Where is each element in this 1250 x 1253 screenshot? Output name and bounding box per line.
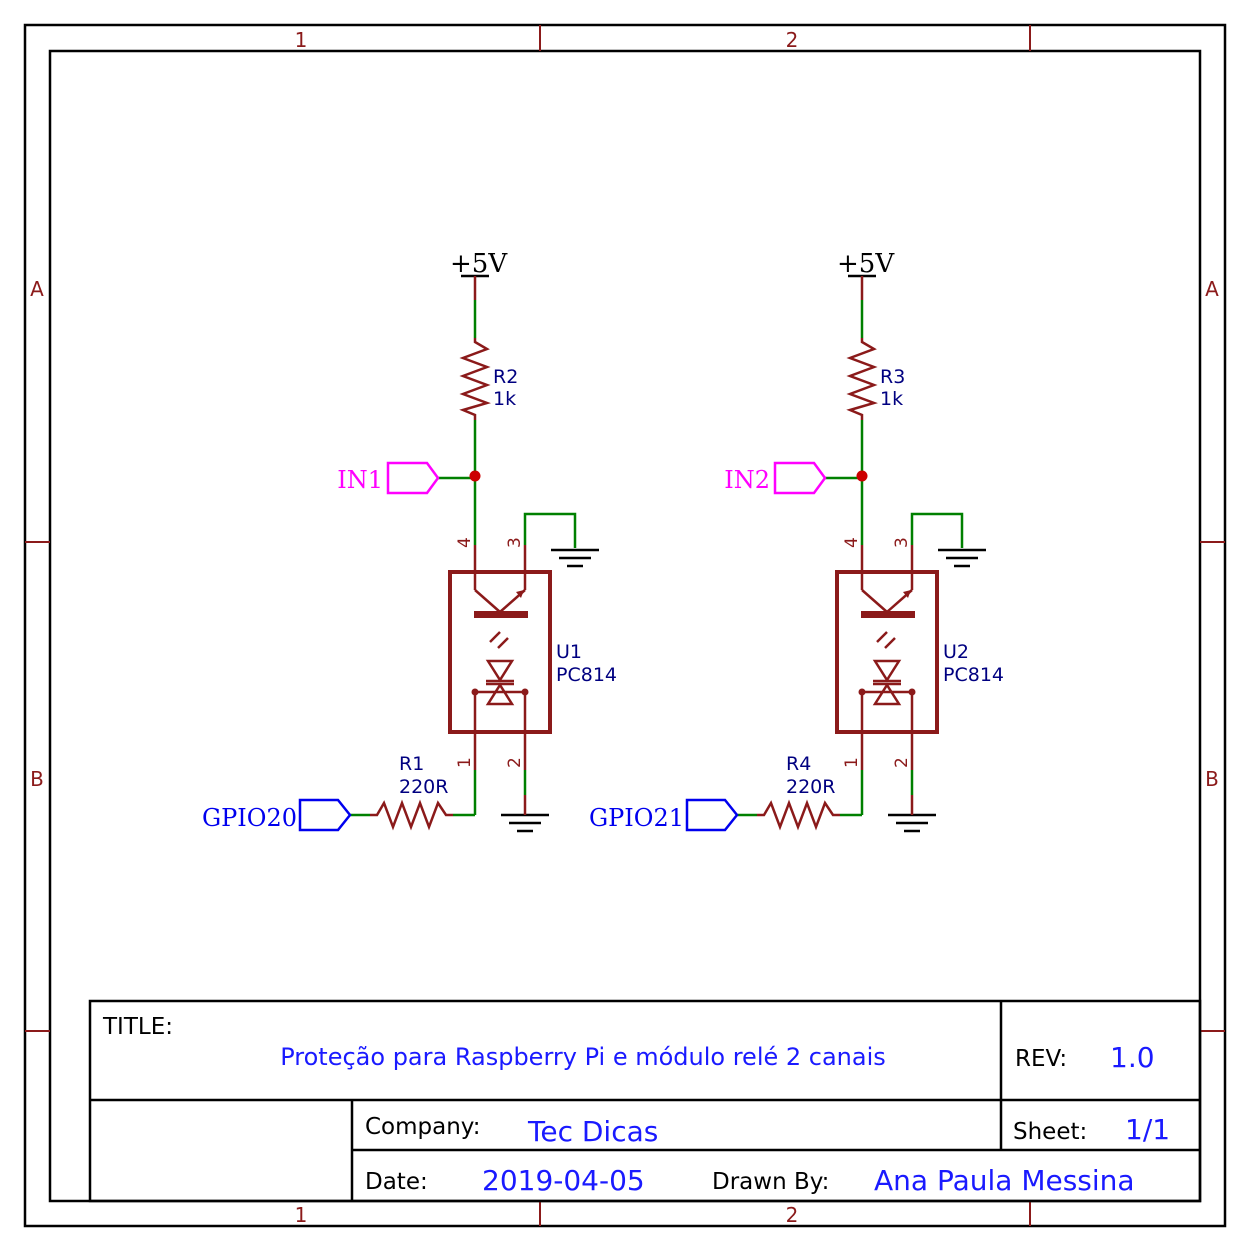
- column-label-bottom-1: 1: [295, 1203, 308, 1227]
- r1-ref: R1: [399, 753, 424, 775]
- u2-pin-1: 1: [842, 757, 862, 768]
- gpio21-port[interactable]: [685, 798, 739, 832]
- outer-border: [23, 23, 1227, 1228]
- ground-symbol-1a: [551, 548, 599, 568]
- resistor-r4: [757, 799, 840, 831]
- zone-ticks: [25, 25, 1225, 1226]
- title-block: TITLE: Proteção para Raspberry Pi e módu…: [88, 999, 1202, 1203]
- in1-label: IN1: [337, 466, 383, 494]
- r4-value: 220R: [786, 776, 835, 798]
- resistor-r2: [459, 338, 491, 420]
- u2-pin-2: 2: [892, 757, 912, 768]
- wires-1: [350, 300, 577, 817]
- gpio21-label: GPIO21: [589, 804, 684, 832]
- u2-pin-4: 4: [842, 537, 862, 548]
- circuit-1: +5V R2 1k IN1: [202, 249, 617, 833]
- u1-pin-3: 3: [505, 537, 525, 548]
- column-label-top-2: 2: [786, 28, 799, 52]
- r3-ref: R3: [880, 366, 905, 388]
- inner-border: [48, 49, 1202, 1203]
- u1-pin-1: 1: [455, 757, 475, 768]
- u2-pin-3: 3: [892, 537, 912, 548]
- optocoupler-u1: 4 3 1 2: [448, 537, 552, 770]
- r2-ref: R2: [493, 366, 518, 388]
- zone-labels: 1 2 1 2 A B A B: [30, 28, 1219, 1227]
- date-value: 2019-04-05: [482, 1164, 645, 1197]
- sheet-value: 1/1: [1125, 1113, 1170, 1146]
- column-label-top-1: 1: [295, 28, 308, 52]
- title-label: TITLE:: [102, 1014, 173, 1040]
- u2-ref: U2: [943, 641, 969, 663]
- u1-value: PC814: [556, 664, 617, 686]
- rev-label: REV:: [1015, 1046, 1067, 1072]
- row-label-right-a: A: [1205, 277, 1219, 301]
- junction-2: [856, 470, 868, 482]
- company-value: Tec Dicas: [527, 1115, 658, 1148]
- row-label-left-b: B: [30, 767, 44, 791]
- in2-port[interactable]: [773, 461, 827, 495]
- gpio20-port[interactable]: [298, 798, 352, 832]
- gpio20-label: GPIO20: [202, 804, 297, 832]
- u1-pin-4: 4: [455, 537, 475, 548]
- drawn-by-value: Ana Paula Messina: [874, 1164, 1135, 1197]
- u1-ref: U1: [556, 641, 582, 663]
- resistor-r1: [370, 799, 453, 831]
- r1-value: 220R: [399, 776, 448, 798]
- ground-symbol-2a: [938, 548, 986, 568]
- supply-label-2: +5V: [837, 249, 895, 279]
- junction-1: [469, 470, 481, 482]
- ground-symbol-1b: [501, 813, 549, 833]
- column-label-bottom-2: 2: [786, 1203, 799, 1227]
- wires-2: [737, 300, 964, 817]
- row-label-right-b: B: [1205, 767, 1219, 791]
- resistor-r3: [846, 338, 878, 420]
- date-label: Date:: [365, 1169, 428, 1195]
- r3-value: 1k: [880, 388, 903, 410]
- u2-value: PC814: [943, 664, 1004, 686]
- drawn-by-label: Drawn By:: [712, 1169, 829, 1195]
- row-label-left-a: A: [30, 277, 44, 301]
- circuit-2: +5V R3 1k IN2: [589, 249, 1004, 833]
- in1-port[interactable]: [386, 461, 440, 495]
- u1-pin-2: 2: [505, 757, 525, 768]
- supply-label-1: +5V: [450, 249, 508, 279]
- title-value: Proteção para Raspberry Pi e módulo relé…: [280, 1043, 886, 1071]
- r4-ref: R4: [786, 753, 811, 775]
- company-label: Company:: [365, 1114, 481, 1140]
- optocoupler-u2: 4 3 1 2: [835, 537, 939, 770]
- rev-value: 1.0: [1110, 1041, 1155, 1074]
- r2-value: 1k: [493, 388, 516, 410]
- in2-label: IN2: [724, 466, 770, 494]
- ground-symbol-2b: [888, 813, 936, 833]
- sheet-label: Sheet:: [1013, 1119, 1087, 1145]
